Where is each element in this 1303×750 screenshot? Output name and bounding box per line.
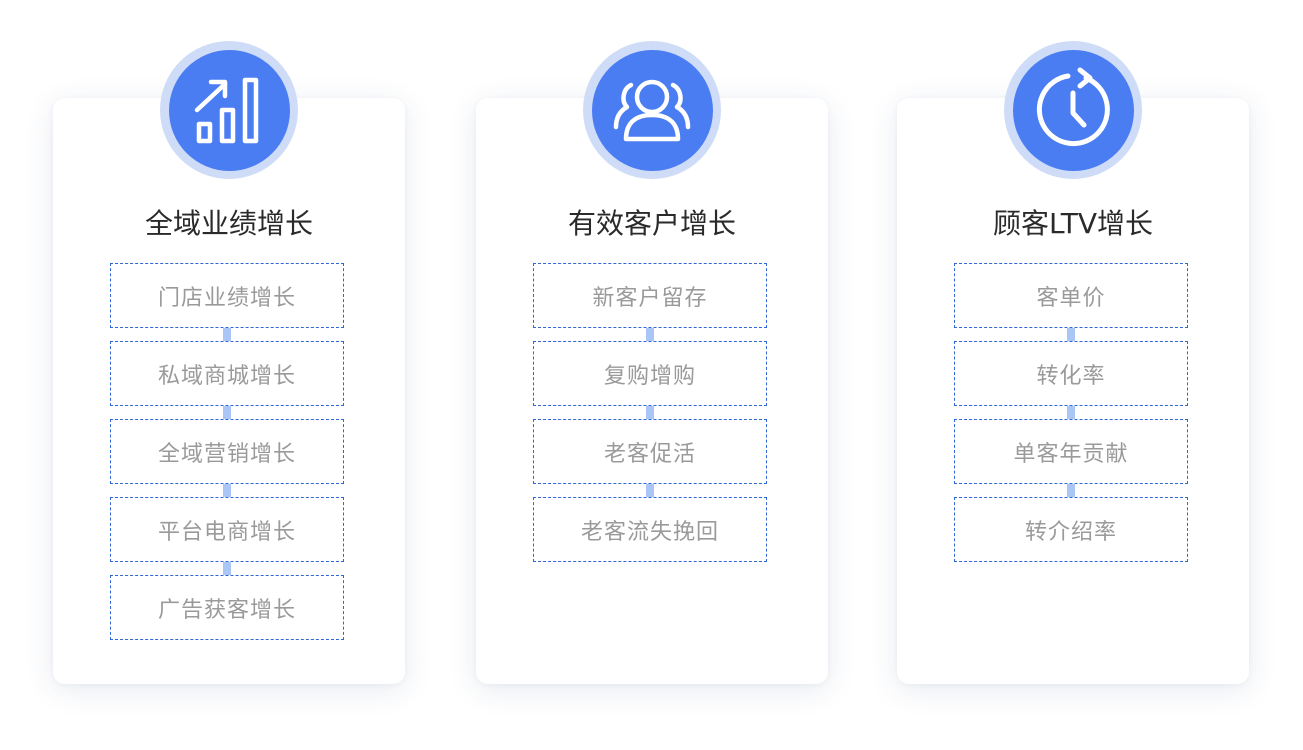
list-item[interactable]: 老客促活 <box>533 419 767 484</box>
list-item[interactable]: 全域营销增长 <box>110 419 344 484</box>
card-performance-growth: 全域业绩增长 门店业绩增长 私域商城增长 全域营销增长 平台电商增长 广告获客增… <box>53 41 405 684</box>
list-item[interactable]: 平台电商增长 <box>110 497 344 562</box>
list-item[interactable]: 客单价 <box>954 263 1188 328</box>
connector-line <box>1067 484 1075 497</box>
list-item[interactable]: 老客流失挽回 <box>533 497 767 562</box>
list-item[interactable]: 复购增购 <box>533 341 767 406</box>
badge-ring <box>160 41 298 179</box>
connector-line <box>646 406 654 419</box>
connector-line <box>1067 328 1075 341</box>
connector-line <box>646 328 654 341</box>
connector-line <box>646 484 654 497</box>
item-list: 新客户留存 复购增购 老客促活 老客流失挽回 <box>533 263 767 562</box>
connector-line <box>223 562 231 575</box>
item-list: 客单价 转化率 单客年贡献 转介绍率 <box>954 263 1188 562</box>
card-title: 有效客户增长 <box>567 207 736 240</box>
connector-line <box>223 406 231 419</box>
list-item[interactable]: 门店业绩增长 <box>110 263 344 328</box>
list-item[interactable]: 新客户留存 <box>533 263 767 328</box>
list-item[interactable]: 转介绍率 <box>954 497 1188 562</box>
list-item[interactable]: 广告获客增长 <box>110 575 344 640</box>
connector-line <box>223 328 231 341</box>
card-title: 全域业绩增长 <box>144 207 313 240</box>
card-ltv-growth: 顾客LTV增长 客单价 转化率 单客年贡献 转介绍率 <box>897 41 1249 684</box>
connector-line <box>1067 406 1075 419</box>
list-item[interactable]: 转化率 <box>954 341 1188 406</box>
growth-chart-icon <box>168 49 290 171</box>
list-item[interactable]: 单客年贡献 <box>954 419 1188 484</box>
card-customer-growth: 有效客户增长 新客户留存 复购增购 老客促活 老客流失挽回 <box>476 41 828 684</box>
list-item[interactable]: 私域商城增长 <box>110 341 344 406</box>
clock-refresh-icon <box>1012 49 1134 171</box>
connector-line <box>223 484 231 497</box>
card-title: 顾客LTV增长 <box>992 207 1153 240</box>
badge-ring <box>1004 41 1142 179</box>
users-group-icon <box>591 49 713 171</box>
badge-ring <box>583 41 721 179</box>
item-list: 门店业绩增长 私域商城增长 全域营销增长 平台电商增长 广告获客增长 <box>110 263 344 640</box>
